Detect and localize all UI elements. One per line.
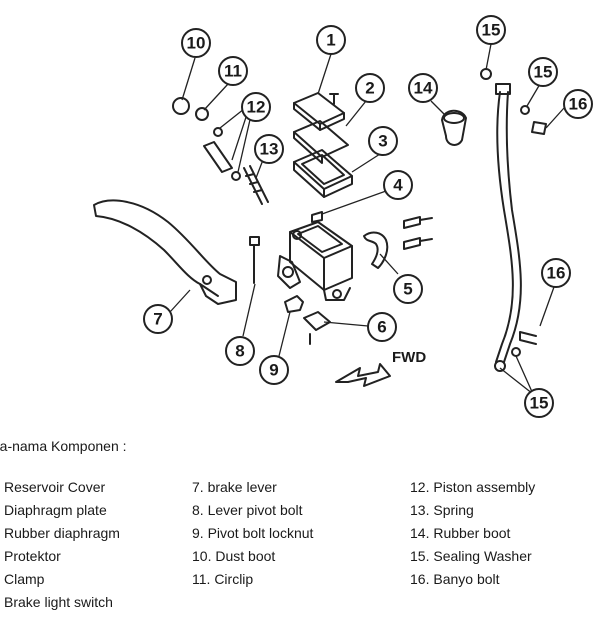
callout-6: 6 [377, 318, 386, 337]
callout-14: 14 [414, 79, 433, 98]
diaphragm-plate [293, 120, 349, 164]
callout-16a: 16 [569, 95, 588, 114]
callout-15c: 15 [530, 394, 549, 413]
callout-circle-10 [181, 28, 211, 58]
legend-item: 12. Piston assembly [410, 479, 536, 495]
callout-2: 2 [365, 79, 374, 98]
callout-8: 8 [235, 342, 244, 361]
legend-item: 15. Sealing Washer [410, 548, 532, 564]
callout-circle-15b [528, 57, 558, 87]
legend-item: 10. Dust boot [192, 548, 276, 564]
legend-column-1: Reservoir Cover Diaphragm plate Rubber d… [4, 476, 120, 614]
legend-item: 13. Spring [410, 502, 474, 518]
callout-circle-4 [383, 170, 413, 200]
callout-circle-11 [218, 56, 248, 86]
callout-15a: 15 [482, 21, 501, 40]
rubber-diaphragm [293, 149, 353, 198]
legend-item: 7. brake lever [192, 479, 277, 495]
callout-circle-6 [367, 312, 397, 342]
callout-16b: 16 [547, 264, 566, 283]
legend-item: Brake light switch [4, 594, 113, 610]
callout-circle-15c [524, 388, 554, 418]
callout-circle-16a [563, 89, 593, 119]
callout-1: 1 [326, 31, 335, 50]
callout-circle-16b [541, 258, 571, 288]
callout-11: 11 [224, 62, 242, 81]
legend-item: Reservoir Cover [4, 479, 106, 495]
callout-4: 4 [393, 176, 403, 195]
callout-12: 12 [247, 98, 266, 117]
callout-13: 13 [260, 140, 279, 159]
callout-circle-8 [225, 336, 255, 366]
callout-9: 9 [269, 361, 278, 380]
legend-item: 14. Rubber boot [410, 525, 511, 541]
legend-item: 16. Banyo bolt [410, 571, 500, 587]
callout-circle-12 [241, 92, 271, 122]
callout-3: 3 [378, 132, 387, 151]
legend-item: Clamp [4, 571, 45, 587]
rubber-boot [441, 109, 467, 146]
callout-circle-13 [254, 134, 284, 164]
brake-hose [495, 83, 522, 363]
legend-column-3: 12. Piston assembly 13. Spring 14. Rubbe… [410, 476, 535, 591]
callout-circle-5 [393, 274, 423, 304]
fwd-label: FWD [392, 349, 426, 366]
brake-light-switch [303, 311, 331, 345]
callout-circle-3 [368, 126, 398, 156]
legend-item: 8. Lever pivot bolt [192, 502, 303, 518]
callout-10: 10 [187, 34, 206, 53]
reservoir-cover [293, 92, 345, 131]
brake-lever [93, 199, 237, 305]
callout-circle-15a [476, 15, 506, 45]
legend-heading: ma-nama Komponen : [0, 438, 127, 454]
legend-column-2: 7. brake lever 8. Lever pivot bolt 9. Pi… [192, 476, 313, 591]
legend-item: Rubber diaphragm [4, 525, 120, 541]
legend-item: Diaphragm plate [4, 502, 107, 518]
exploded-diagram: 1 2 3 4 5 6 7 8 9 10 11 12 13 14 15 15 1… [93, 15, 593, 418]
callout-5: 5 [403, 280, 412, 299]
legend-item: 9. Pivot bolt locknut [192, 525, 314, 541]
master-cylinder-body [277, 221, 353, 301]
callout-circle-7 [143, 304, 173, 334]
callout-circle-2 [355, 73, 385, 103]
lever-pivot-bolt [249, 236, 260, 284]
callout-circle-14 [408, 73, 438, 103]
legend-item: Protektor [4, 548, 61, 564]
callout-15b: 15 [534, 63, 553, 82]
callout-circle-9 [259, 355, 289, 385]
legend-item: 11. Circlip [192, 571, 254, 587]
callout-circle-1 [316, 25, 346, 55]
callout-7: 7 [153, 310, 162, 329]
